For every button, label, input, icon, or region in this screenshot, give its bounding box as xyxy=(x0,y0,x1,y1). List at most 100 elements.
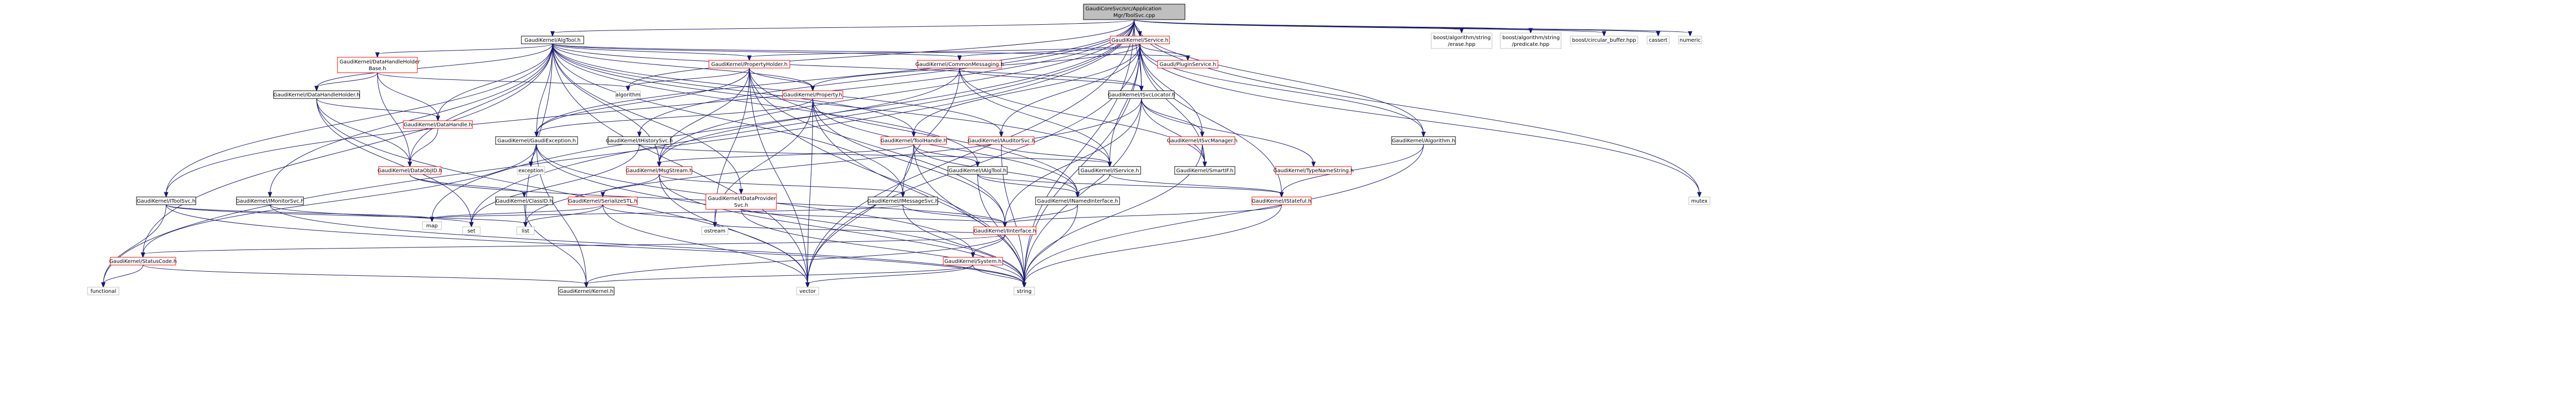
node-box xyxy=(1251,196,1312,205)
node-box xyxy=(626,166,692,175)
node-isvcmanager_h[interactable]: GaudiKernel/ISvcManager.h xyxy=(1167,136,1238,145)
edge-commonmessaging_h-to-iservice_h xyxy=(959,68,1110,164)
edge-root-to-functional xyxy=(103,19,1134,285)
edge-algtool_h-to-isvclocator_h xyxy=(552,43,1142,88)
node-label: GaudiKernel/DataObjID.h xyxy=(378,168,442,174)
edge-root-to-gaudiexception_h xyxy=(536,19,1134,134)
edge-datahandleholder_h-to-set xyxy=(316,98,472,224)
edge-iauditorsvc_h-to-iservice_h xyxy=(1001,144,1110,164)
node-ihistorysvc_h[interactable]: GaudiKernel/IHistorySvc.h xyxy=(606,136,673,145)
node-system_h[interactable]: GaudiKernel/System.h xyxy=(943,257,1003,266)
node-box xyxy=(1078,166,1141,175)
edge-toolhandle_h-to-ialgtool_h xyxy=(913,144,978,164)
edge-system_h-to-string xyxy=(973,265,1025,285)
node-propertyholder_h[interactable]: GaudiKernel/PropertyHolder.h xyxy=(708,60,790,69)
node-inamedinterface_h[interactable]: GaudiKernel/INamedInterface.h xyxy=(1035,196,1120,205)
edge-arrowhead xyxy=(911,131,916,138)
node-box xyxy=(337,57,418,73)
edge-arrowhead xyxy=(1528,28,1533,34)
node-iauditorsvc_h[interactable]: GaudiKernel/IAuditorSvc.h xyxy=(968,136,1035,145)
node-box xyxy=(1647,36,1670,44)
edge-arrowhead xyxy=(713,222,717,228)
node-isvclocator_h[interactable]: GaudiKernel/ISvcLocator.h xyxy=(1108,90,1175,99)
node-typenamestring_h[interactable]: GaudiKernel/TypeNameString.h xyxy=(1274,166,1354,175)
edge-algtool_h-to-vector xyxy=(552,43,808,285)
node-property_h[interactable]: GaudiKernel/Property.h xyxy=(782,90,843,99)
node-imessagesvc_h[interactable]: GaudiKernel/IMessageSvc.h xyxy=(867,196,939,205)
node-box xyxy=(796,287,819,295)
node-label: GaudiCoreSvc/src/Application xyxy=(1086,6,1161,12)
node-imonitorsvc_h[interactable]: GaudiKernel/IMonitorSvc.h xyxy=(236,196,304,205)
edge-iinterface_h-to-kernel_h xyxy=(586,234,1005,285)
node-datahandleholdervisitor[interactable]: GaudiKernel/DataObjID.h xyxy=(378,166,442,175)
edge-algorithm_h-to-string xyxy=(1024,144,1424,285)
node-statuscode_h[interactable]: GaudiKernel/StatusCode.h xyxy=(109,257,177,266)
node-box xyxy=(701,226,728,235)
node-box xyxy=(868,196,938,205)
node-box xyxy=(403,120,473,129)
node-box xyxy=(136,196,196,205)
edge-property_h-to-string xyxy=(812,98,1025,285)
node-ipluginservice_h[interactable]: Gaudi/PluginService.h xyxy=(1157,60,1218,69)
edge-arrowhead xyxy=(534,131,539,138)
node-label: GaudiKernel/SmartIF.h xyxy=(1176,168,1233,174)
edge-property_h-to-vector xyxy=(807,98,813,285)
node-iclassid_h[interactable]: GaudiKernel/ClassID.h xyxy=(495,196,553,205)
node-box xyxy=(1688,196,1710,205)
node-service_h[interactable]: GaudiKernel/Service.h xyxy=(1110,36,1170,44)
node-box xyxy=(495,136,578,145)
node-root[interactable]: GaudiCoreSvc/src/ApplicationMgr/ToolSvc.… xyxy=(1083,4,1185,20)
edge-root-to-algtool_h xyxy=(552,19,1134,34)
node-box xyxy=(1570,36,1638,44)
node-label: GaudiKernel/MsgStream.h xyxy=(625,168,692,174)
node-iservice_h[interactable]: GaudiKernel/IService.h xyxy=(1078,166,1141,175)
edge-root-to-algorithm xyxy=(628,19,1134,88)
edge-datahandleholder_h-to-vector xyxy=(316,98,808,285)
node-ostream: ostream xyxy=(701,226,728,235)
node-label: vector xyxy=(800,289,817,294)
node-algorithm_h[interactable]: GaudiKernel/Algorithm.h xyxy=(1391,136,1456,145)
node-algtool_h[interactable]: GaudiKernel/AlgTool.h xyxy=(521,36,584,44)
node-toolhandle_h[interactable]: GaudiKernel/ToolHandle.h xyxy=(880,136,947,145)
node-iserialize_h[interactable]: GaudiKernel/SerializeSTL.h xyxy=(568,196,638,205)
node-label: GaudiKernel/IStateful.h xyxy=(1252,199,1312,204)
node-label: GaudiKernel/ISvcManager.h xyxy=(1167,138,1238,144)
node-label: boost/algorithm/string xyxy=(1502,35,1560,41)
edge-datahandleholder_base-to-datahandleholder_h xyxy=(316,72,378,88)
node-box xyxy=(273,90,360,99)
edge-arrowhead xyxy=(375,52,380,58)
node-box xyxy=(1275,166,1352,175)
node-datahandle_h[interactable]: GaudiKernel/DataHandle.h xyxy=(403,120,473,129)
node-iinterface_h[interactable]: GaudiKernel/IInterface.h xyxy=(973,226,1037,235)
edge-toolhandle_h-to-vector xyxy=(807,144,914,285)
node-itoolsvc_h[interactable]: GaudiKernel/IToolSvc.h xyxy=(136,196,196,205)
node-box xyxy=(880,136,947,145)
node-msgstream_h[interactable]: GaudiKernel/MsgStream.h xyxy=(625,166,693,175)
edge-arrowhead xyxy=(1656,31,1660,37)
edge-imessagesvc_h-to-iinterface_h xyxy=(903,204,1005,224)
node-gaudiexception_h[interactable]: GaudiKernel/GaudiException.h xyxy=(495,136,578,145)
node-commonmessaging_h[interactable]: GaudiKernel/CommonMessaging.h xyxy=(916,60,1004,69)
node-label: GaudiKernel/GaudiException.h xyxy=(497,138,575,144)
edge-imonitorsvc_h-to-set xyxy=(269,204,472,224)
edge-arrowhead xyxy=(1075,192,1080,198)
edge-algtool_h-to-propertyholder_h xyxy=(552,43,750,58)
node-smartif_h[interactable]: GaudiKernel/SmartIF.h xyxy=(1174,166,1235,175)
edge-root-to-erase_hpp xyxy=(1134,19,1462,30)
edge-property_h-to-gaudiexception_h xyxy=(536,98,813,134)
edge-root-to-algorithm_h xyxy=(1134,19,1424,134)
node-box xyxy=(1035,196,1120,205)
node-datahandleholder_h[interactable]: GaudiKernel/IDataHandleHolder.h xyxy=(273,90,360,99)
node-kernel_h[interactable]: GaudiKernel/Kernel.h xyxy=(558,287,615,295)
node-ialgtool_h[interactable]: GaudiKernel/IAlgTool.h xyxy=(947,166,1008,175)
edge-msgstream_h-to-imessagesvc_h xyxy=(659,174,903,194)
node-istateful_h[interactable]: GaudiKernel/IStateful.h xyxy=(1251,196,1312,205)
edge-service_h-to-iservice_h xyxy=(1109,43,1140,164)
edge-arrowhead xyxy=(1003,222,1007,228)
edge-datahandleholder_h-to-datahandle_h xyxy=(316,98,438,118)
edge-root-to-vector xyxy=(807,19,1134,285)
edge-toolhandle_h-to-string xyxy=(913,144,1025,285)
edge-arrowhead xyxy=(1688,31,1692,37)
